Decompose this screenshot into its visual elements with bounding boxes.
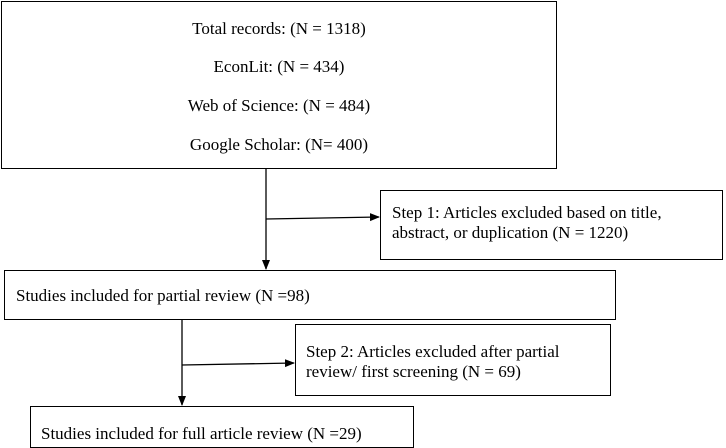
- step2-line-2: review/ first screening (N = 69): [306, 362, 521, 382]
- web-of-science-label: Web of Science: (N = 484): [187, 96, 371, 115]
- partial-review-label: Studies included for partial review (N =…: [16, 286, 310, 305]
- google-scholar-label: Google Scholar: (N= 400): [189, 135, 369, 154]
- full-review-box: Studies included for full article review…: [30, 406, 414, 448]
- partial-review-box: Studies included for partial review (N =…: [4, 270, 616, 320]
- step1-excluded-box: Step 1: Articles excluded based on title…: [380, 190, 723, 260]
- arrow-to-step2: [181, 359, 295, 368]
- step2-excluded-box: Step 2: Articles excluded after partial …: [295, 324, 611, 396]
- step1-line-2: abstract, or duplication (N = 1220): [392, 223, 629, 243]
- full-review-label: Studies included for full article review…: [41, 424, 362, 443]
- arrow-to-step1: [265, 213, 380, 222]
- total-records-box: Total records: (N = 1318) EconLit: (N = …: [1, 1, 557, 169]
- econlit-label: EconLit: (N = 434): [213, 57, 345, 76]
- step1-line-1: Step 1: Articles excluded based on title…: [392, 203, 662, 222]
- total-records-label: Total records: (N = 1318): [192, 19, 366, 38]
- step2-line-1: Step 2: Articles excluded after partial: [306, 342, 560, 361]
